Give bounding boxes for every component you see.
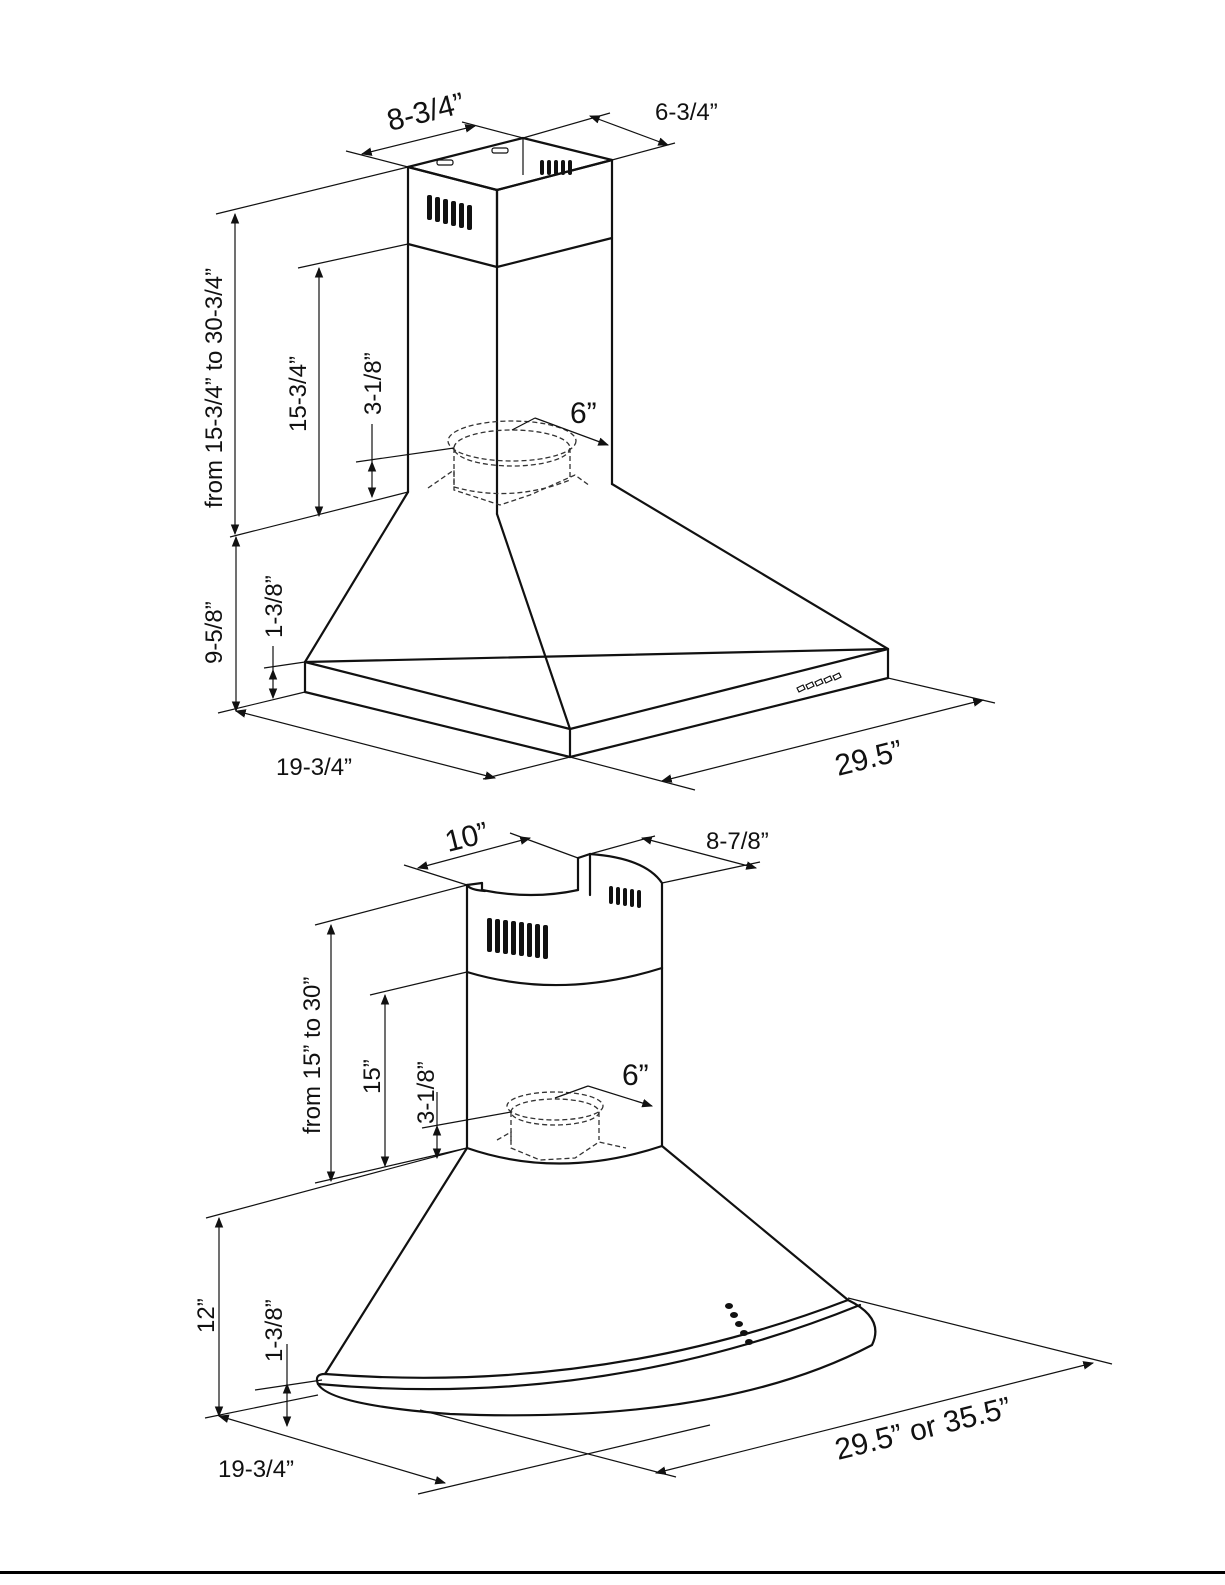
square-duct-collar-hidden (428, 421, 590, 505)
round-dimension-lines (205, 833, 1112, 1494)
round-lower-chimney-height-label: 15” (359, 1059, 386, 1094)
square-hood-width-label: 29.5” (832, 734, 906, 783)
square-hood-depth-label: 19-3/4” (276, 754, 352, 781)
square-chimney-width-label: 6-3/4” (655, 99, 718, 126)
round-chimney-height-range-label: from 15” to 30” (299, 977, 326, 1134)
square-rim-height-label: 1-3/8” (261, 575, 288, 638)
round-vent-slots-icon (487, 886, 641, 959)
square-duct-diameter-label: 6” (570, 397, 597, 430)
round-duct-diameter-label: 6” (622, 1059, 649, 1092)
round-chimney-depth-label: 10” (442, 816, 492, 859)
square-control-buttons-icon (797, 673, 841, 692)
round-hood-width-label: 29.5” or 35.5” (832, 1391, 1015, 1467)
round-rim-height-label: 1-3/8” (261, 1299, 288, 1362)
square-vent-slots-icon (427, 160, 572, 230)
square-chimney-depth-label: 8-3/4” (384, 87, 468, 138)
square-dimension-lines (216, 113, 995, 790)
square-lower-chimney (408, 238, 612, 514)
square-chimney-height-range-label: from 15-3/4” to 30-3/4” (201, 268, 228, 508)
square-lower-chimney-height-label: 15-3/4” (285, 356, 312, 432)
square-canopy (305, 484, 888, 757)
square-collar-height-label: 3-1/8” (360, 352, 387, 415)
square-canopy-height-label: 9-5/8” (201, 601, 228, 664)
round-collar-height-label: 3-1/8” (413, 1061, 440, 1124)
round-chimney-width-label: 8-7/8” (706, 828, 769, 855)
footer-rule (0, 1571, 1225, 1574)
round-hood-depth-label: 19-3/4” (218, 1456, 294, 1483)
round-hood-figure: 10” 8-7/8” from 15” to 30” 15” 3-1/8” 6”… (193, 816, 1112, 1494)
round-canopy-height-label: 12” (193, 1298, 220, 1333)
round-canopy (317, 1146, 875, 1415)
round-duct-collar-hidden (497, 1092, 626, 1160)
square-hood-figure: 8-3/4” 6-3/4” from 15-3/4” to 30-3/4” 15… (201, 87, 995, 790)
